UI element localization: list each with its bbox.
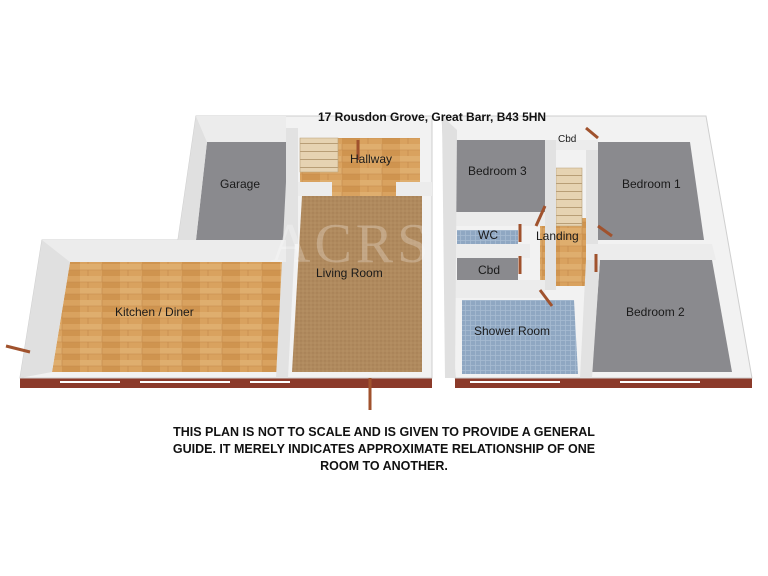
wall-kitchen-left	[20, 240, 70, 378]
room-label-wc: WC	[478, 228, 498, 242]
disclaimer: THIS PLAN IS NOT TO SCALE AND IS GIVEN T…	[120, 424, 648, 475]
wall-cbd-top-right	[556, 140, 598, 150]
disclaimer-line: ROOM TO ANOTHER.	[320, 459, 448, 473]
ground-floor	[5, 115, 433, 410]
wall-bed3-right	[545, 140, 556, 290]
cbd-lower-floor	[457, 258, 518, 280]
wall-bed1-left	[586, 142, 598, 248]
landing-stairs	[555, 167, 583, 227]
wall-wc-bottom	[445, 244, 530, 258]
kitchen-diner-floor	[52, 262, 286, 372]
wall-left-outer	[442, 116, 457, 378]
garage-floor	[196, 142, 286, 240]
cbd-upper-door	[585, 126, 599, 140]
shower-door	[538, 289, 554, 307]
bedroom1-floor	[598, 142, 704, 240]
wall-garage-left	[178, 116, 207, 240]
room-label-bedroom3: Bedroom 3	[468, 164, 527, 178]
room-label-cbd-upper: Cbd	[558, 134, 576, 145]
room-label-cbd-lower: Cbd	[478, 263, 500, 277]
room-label-bedroom1: Bedroom 1	[622, 177, 681, 191]
first-floor	[441, 115, 753, 388]
disclaimer-line: GUIDE. IT MERELY INDICATES APPROXIMATE R…	[172, 442, 596, 456]
page-title: 17 Rousdon Grove, Great Barr, B43 5HN	[318, 110, 546, 124]
wc-floor	[457, 230, 518, 244]
wall-cbd-bottom	[445, 280, 545, 298]
watermark: ACRS	[270, 213, 432, 275]
room-label-shower-room: Shower Room	[474, 324, 550, 338]
bedroom3-door	[534, 205, 547, 227]
bedroom1-door	[597, 224, 613, 238]
wall-bed2-top	[586, 244, 716, 260]
kitchen-side-door	[5, 344, 31, 354]
wall-hall-bottom	[298, 182, 332, 196]
wall-hall-bottom-right	[396, 182, 432, 196]
wall-living-left	[276, 182, 298, 378]
hallway-stairs	[299, 137, 339, 173]
disclaimer-line: THIS PLAN IS NOT TO SCALE AND IS GIVEN T…	[173, 425, 595, 439]
shower-room-floor	[462, 300, 578, 374]
wall-garage-top	[196, 116, 286, 142]
wall-bed2-left	[580, 260, 600, 378]
room-label-living-room: Living Room	[316, 266, 383, 280]
room-label-kitchen-diner: Kitchen / Diner	[115, 305, 194, 319]
first-floor-base	[455, 378, 752, 388]
room-label-garage: Garage	[220, 177, 260, 191]
room-label-hallway: Hallway	[350, 152, 392, 166]
bedroom3-floor	[455, 140, 545, 212]
living-room-floor	[292, 196, 422, 372]
bedroom2-floor	[592, 260, 732, 372]
wall-bed3-bottom	[445, 212, 545, 226]
room-label-landing: Landing	[536, 229, 579, 243]
wall-kitchen-top	[42, 240, 286, 262]
room-label-bedroom2: Bedroom 2	[626, 305, 685, 319]
